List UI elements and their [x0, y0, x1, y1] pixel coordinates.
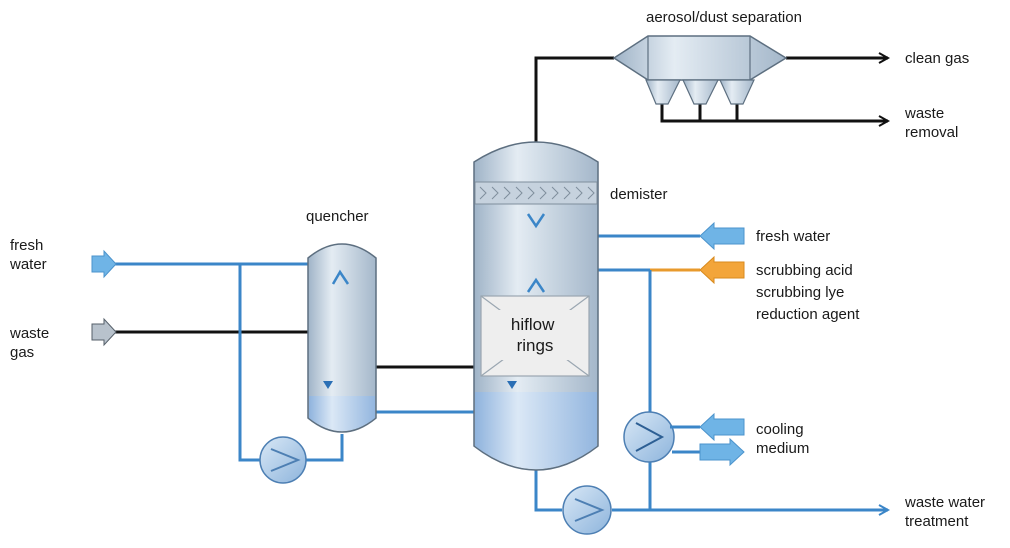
- aerosol-separator: [612, 35, 788, 105]
- label-aerosol-separation: aerosol/dust separation: [646, 9, 802, 26]
- label-quencher: quencher: [306, 208, 369, 225]
- quencher-pump-icon: [259, 436, 307, 484]
- quencher-pump-suction: [306, 434, 344, 462]
- quencher-spray-nozzle-icon: [331, 269, 350, 285]
- separator-hopper-1: [645, 79, 681, 105]
- cooling-medium-out-arrow-icon: [699, 437, 745, 467]
- label-waste-gas: waste gas: [9, 325, 53, 361]
- label-cooling-medium: cooling medium: [756, 421, 809, 457]
- quencher-vessel: [307, 243, 377, 433]
- scrubber-column: [473, 141, 599, 471]
- label-demister: demister: [610, 186, 668, 203]
- packing-spray-nozzle-icon: [526, 277, 546, 293]
- demister-pad: [474, 181, 598, 205]
- label-clean-gas: clean gas: [905, 50, 969, 67]
- quencher-liquid: [309, 396, 375, 431]
- quencher-shell: [307, 243, 377, 433]
- cooler-return-pipe: [612, 462, 652, 512]
- gas-pipe-column-to-separator: [534, 56, 614, 142]
- quencher-level-marker-icon: [323, 381, 333, 389]
- label-fresh-water-right: fresh water: [756, 228, 830, 245]
- cooling-medium-in-arrow-icon: [699, 412, 745, 442]
- label-scrubbing-chemicals: scrubbing acid scrubbing lye reduction a…: [756, 262, 860, 323]
- quencher-recirculation-pipe: [238, 264, 260, 462]
- column-drain-pipe: [534, 470, 562, 512]
- column-liquid: [475, 392, 597, 469]
- column-level-marker-icon: [507, 381, 517, 389]
- fresh-water-arrow-right-icon: [699, 221, 745, 251]
- fresh-water-arrow-left-icon: [91, 249, 117, 279]
- separator-body: [612, 35, 788, 81]
- heat-exchanger-icon: [623, 411, 675, 463]
- scrubbing-acid-arrow-icon: [699, 255, 745, 285]
- label-packing: hiflow rings: [511, 315, 559, 355]
- waste-removal-pipe: [660, 104, 888, 121]
- fresh-water-pipe-left: [114, 262, 342, 274]
- label-fresh-water-left: fresh water: [9, 237, 48, 273]
- label-waste-water-treatment: waste water treatment: [904, 494, 989, 530]
- waste-gas-arrow-icon: [91, 317, 117, 347]
- separator-hopper-3: [719, 79, 755, 105]
- separator-hopper-2: [682, 79, 719, 105]
- column-pump-icon: [562, 485, 612, 535]
- label-waste-removal: waste removal: [904, 105, 958, 141]
- demister-spray-nozzle-icon: [526, 213, 546, 229]
- packing-bed: [480, 295, 590, 377]
